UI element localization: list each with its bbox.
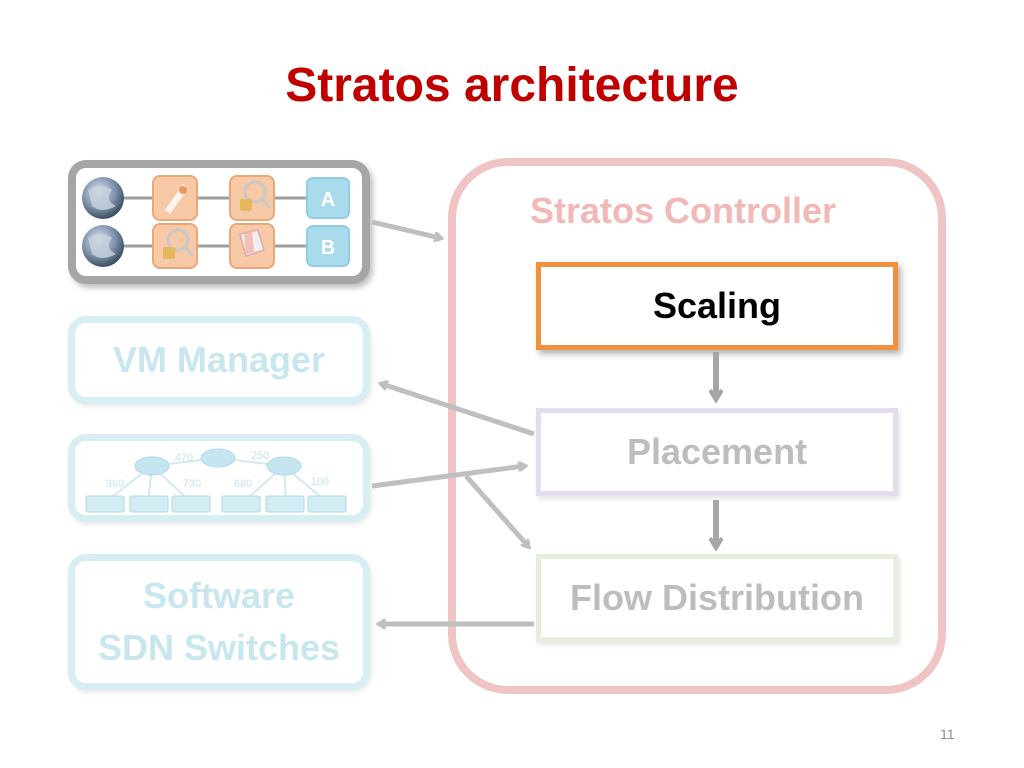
vm-manager-box: VM Manager [68, 316, 370, 404]
link-label: 100 [311, 476, 329, 488]
switch-icon [265, 495, 305, 513]
chain-label-b: B [321, 237, 335, 259]
link-label: 470 [175, 452, 193, 464]
router-icon [266, 456, 302, 476]
switch-icon [129, 495, 169, 513]
switch-icon [307, 495, 347, 513]
sdn-label-line1: Software [142, 575, 296, 616]
stratos-controller-box [448, 158, 946, 694]
placement-label: Placement [626, 431, 808, 472]
scaling-label: Scaling [652, 285, 782, 326]
slide-title: Stratos architecture [285, 59, 739, 112]
chain-badge-b [306, 225, 350, 267]
page-number: 11 [940, 726, 955, 742]
switch-icon [85, 495, 125, 513]
flow-distribution-module: Flow Distribution [536, 554, 898, 642]
sdn-switches-box: Software SDN Switches [68, 554, 370, 690]
link-label: 250 [251, 450, 269, 462]
flow-distribution-label: Flow Distribution [570, 577, 864, 618]
placement-module: Placement [536, 408, 898, 496]
switch-icon [221, 495, 261, 513]
controller-label: Stratos Controller [529, 190, 837, 231]
vm-manager-label: VM Manager [112, 339, 326, 380]
link-label: 360 [106, 478, 124, 490]
arrow-network-to-flow [464, 474, 528, 546]
arrow-chain-to-controller [371, 219, 440, 238]
link-label: 680 [234, 478, 252, 490]
router-icon [134, 456, 170, 476]
switch-icon [171, 495, 211, 513]
router-icon [200, 448, 236, 468]
arrow-placement-to-vm-manager [382, 384, 535, 437]
sdn-label-line2: SDN Switches [97, 627, 341, 668]
network-topology: 470 250 360 730 680 100 [85, 448, 347, 513]
chain-label-a: A [321, 189, 335, 211]
chain-row-a: A [82, 175, 350, 221]
link-label: 730 [183, 478, 201, 490]
arrow-network-to-placement [371, 466, 524, 489]
chain-row-b: B [82, 223, 350, 269]
chain-badge-a [306, 177, 350, 219]
scaling-module: Scaling [536, 262, 898, 350]
